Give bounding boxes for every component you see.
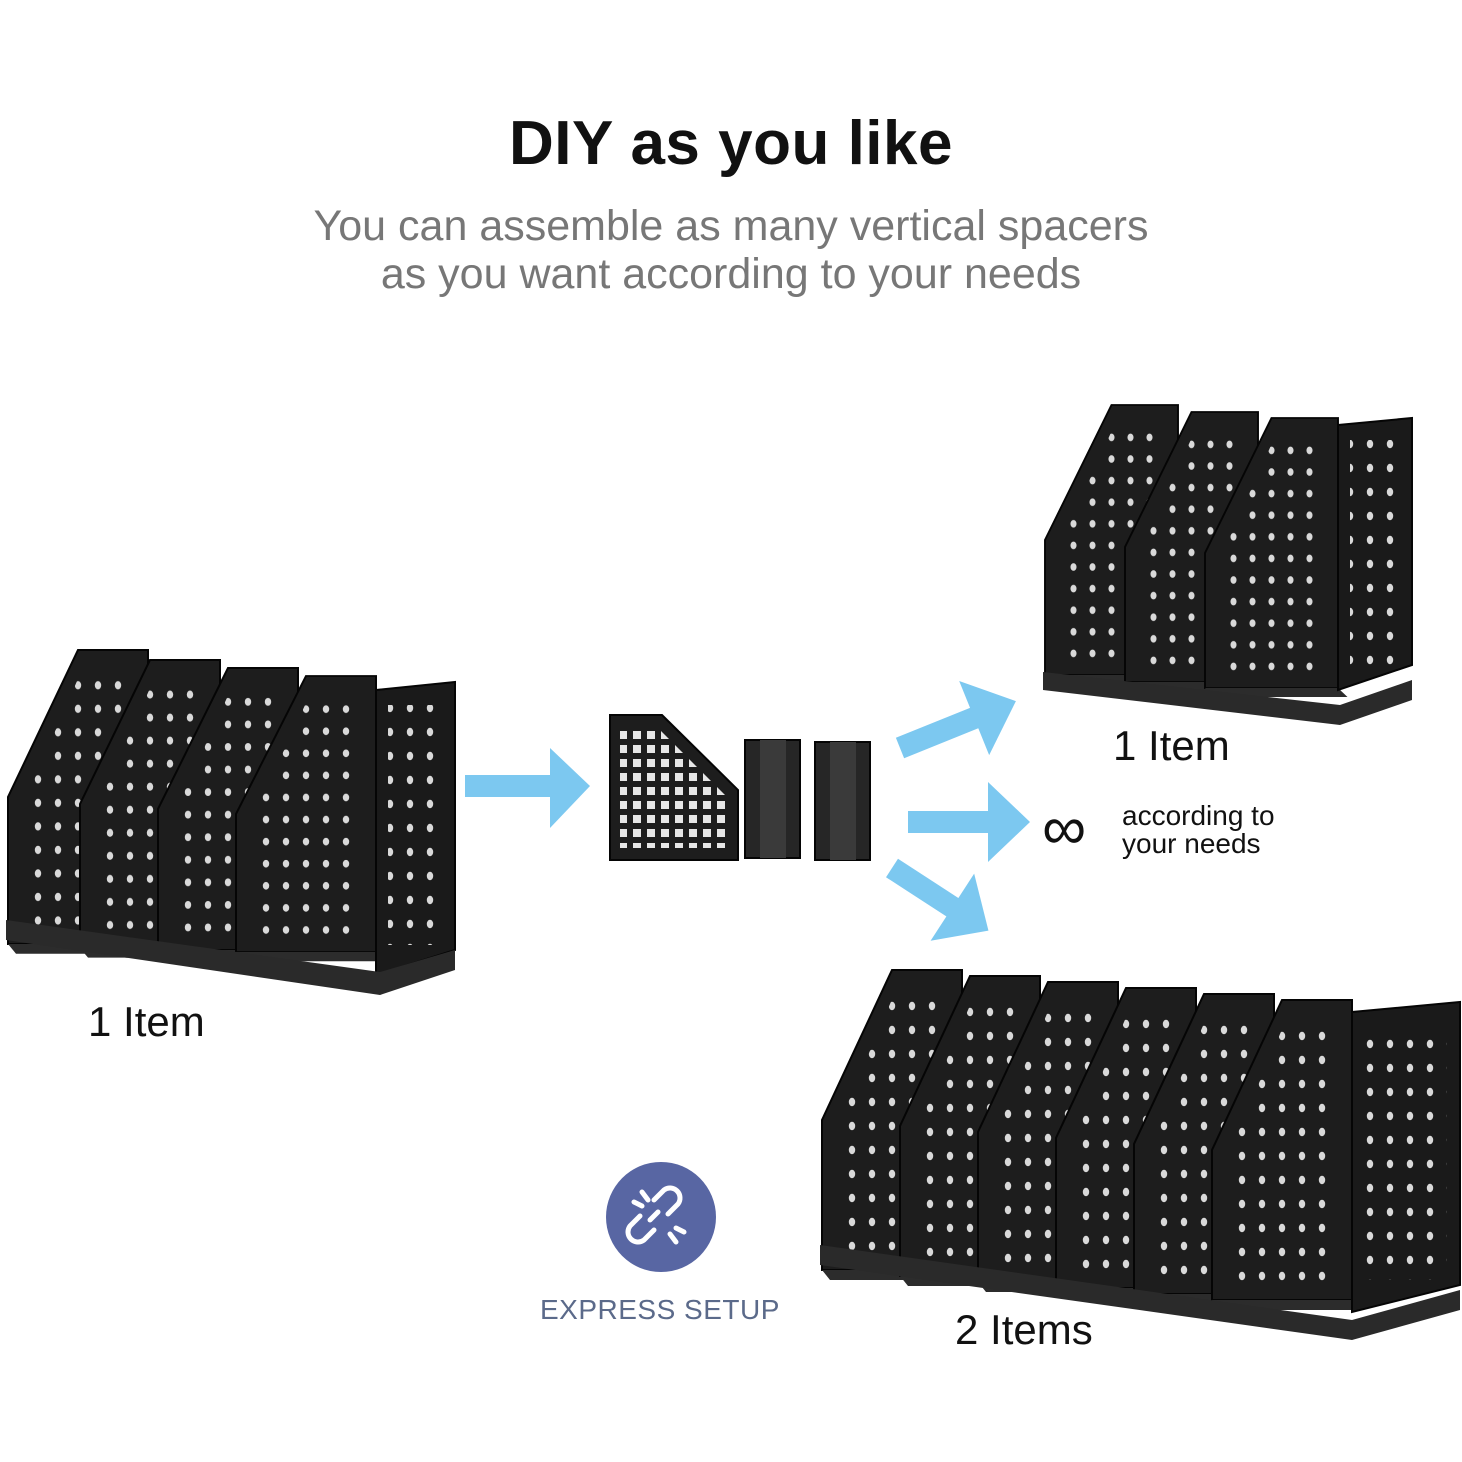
infinity-icon: ∞ bbox=[1042, 794, 1087, 863]
label-right-top-item: 1 Item bbox=[1113, 722, 1230, 769]
label-right-bottom-items: 2 Items bbox=[955, 1306, 1093, 1353]
subtitle-line-1: You can assemble as many vertical spacer… bbox=[313, 202, 1149, 250]
organizer-right-bottom bbox=[820, 969, 1461, 1340]
subtitle-line-2: as you want according to your needs bbox=[380, 250, 1082, 298]
branch-arrows bbox=[886, 680, 1030, 941]
broken-link-icon bbox=[625, 1185, 687, 1245]
page-title: DIY as you like bbox=[508, 109, 953, 178]
infinity-note-line-2: your needs bbox=[1122, 828, 1261, 859]
label-left-item: 1 Item bbox=[88, 998, 205, 1045]
arrow-right bbox=[465, 748, 590, 828]
infinity-note: according to your needs bbox=[1122, 802, 1275, 858]
spacer-parts bbox=[609, 714, 871, 861]
express-setup-label: EXPRESS SETUP bbox=[540, 1294, 780, 1325]
organizer-left bbox=[6, 649, 456, 995]
express-setup-badge bbox=[606, 1162, 716, 1272]
infinity-note-line-1: according to bbox=[1122, 800, 1275, 831]
organizer-right-top bbox=[1043, 404, 1413, 725]
